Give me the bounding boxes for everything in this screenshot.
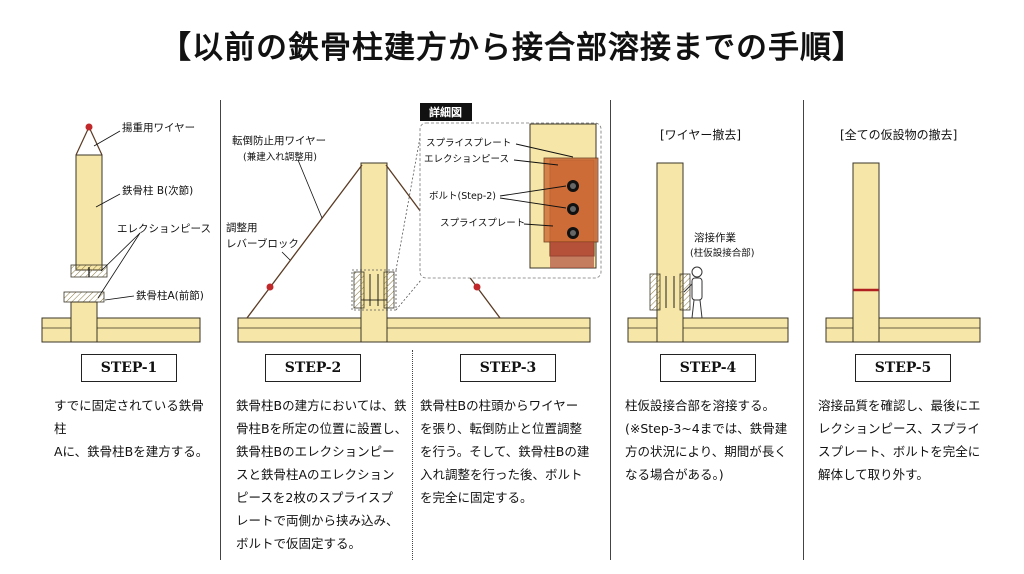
- label-column-b: 鉄骨柱 B(次節): [122, 184, 193, 197]
- welder-person-icon: [683, 266, 703, 319]
- label-detail-splice-bottom: スプライスプレート: [440, 218, 525, 229]
- erection-piece-a: [63, 291, 105, 303]
- label-all-removal: [全ての仮設物の撤去]: [840, 127, 957, 142]
- column-divider: [610, 100, 611, 560]
- label-column-a: 鉄骨柱A(前節): [136, 289, 204, 302]
- splice-plate-right: [383, 271, 395, 309]
- hoist-wire-left: [75, 126, 90, 156]
- column-divider: [220, 100, 221, 560]
- overturn-wire-left: [246, 164, 363, 319]
- step-2-label: STEP-2: [265, 354, 361, 382]
- label-detail-splice-top: スプライスプレート: [426, 138, 511, 149]
- label-lever-block-2: レバーブロック: [226, 237, 299, 250]
- label-erection-piece: エレクションピース: [117, 223, 211, 235]
- lever-block-point-left: [266, 283, 274, 291]
- label-detail-bolt: ボルト(Step-2): [429, 191, 496, 202]
- page-title: 【以前の鉄骨柱建方から接合部溶接までの手順】: [160, 30, 864, 66]
- floor-slab: [825, 317, 981, 343]
- column-b: [360, 162, 388, 301]
- step4-figure: [ワイヤー撤去] 溶接作業 (柱仮設接合部): [627, 127, 789, 343]
- step5-figure: [全ての仮設物の撤去]: [825, 127, 981, 343]
- label-detail-erection-piece: エレクションピース: [424, 154, 509, 165]
- label-welding-joint: (柱仮設接合部): [690, 247, 754, 259]
- label-lever-block-1: 調整用: [226, 221, 258, 234]
- step-5-label: STEP-5: [855, 354, 951, 382]
- label-overturn-wire-note: (兼建入れ調整用): [243, 151, 317, 163]
- splice-plate-right: [679, 273, 691, 311]
- splice-plate-left: [649, 273, 661, 311]
- label-welding-work: 溶接作業: [694, 231, 736, 244]
- column: [656, 162, 684, 343]
- step-5-description: 溶接品質を確認し、最後にエ レクションピース、スプライ スプレート、ボルトを完全…: [818, 398, 981, 482]
- step-3-description: 鉄骨柱Bの柱頭からワイヤー を張り、転倒防止と位置調整 を行う。そして、鉄骨柱B…: [420, 398, 590, 505]
- floor-slab: [627, 317, 789, 343]
- column: [852, 162, 880, 343]
- lever-block-point-right: [473, 283, 481, 291]
- label-overturn-wire: 転倒防止用ワイヤー: [232, 134, 326, 147]
- step-1-label: STEP-1: [81, 354, 177, 382]
- hoist-point: [85, 123, 93, 131]
- step-4-description: 柱仮設接合部を溶接する。 (※Step-3~4までは、鉄骨建 方の状況により、期…: [625, 398, 788, 482]
- step1-figure: 揚重用ワイヤー 鉄骨柱 B(次節) エレクションピース 鉄骨柱A(前節): [41, 121, 211, 343]
- step-3-label: STEP-3: [460, 354, 556, 382]
- column-divider-dotted: [412, 350, 413, 560]
- detail-title: 詳細図: [429, 105, 462, 119]
- column-a: [70, 301, 98, 343]
- column-divider: [803, 100, 804, 560]
- column-a: [360, 299, 388, 343]
- label-wire-removal: [ワイヤー撤去]: [660, 127, 741, 142]
- column-b: [75, 154, 103, 271]
- label-hoist-wire: 揚重用ワイヤー: [122, 121, 195, 134]
- hoist-wire-right: [88, 126, 103, 156]
- detail-view: 詳細図 スプライスプレート エレクションピース ボルト(Step-2) スプライ…: [419, 103, 602, 279]
- step-2-description: 鉄骨柱Bの建方においては、鉄 骨柱Bを所定の位置に設置し、 鉄骨柱Bのエレクショ…: [236, 398, 408, 551]
- floor-slab: [41, 317, 201, 343]
- floor-slab: [237, 317, 591, 343]
- step-4-label: STEP-4: [660, 354, 756, 382]
- detail-title-tab: [420, 103, 472, 121]
- step-1-description: すでに固定されている鉄骨柱 Aに、鉄骨柱Bを建方する。: [54, 398, 209, 459]
- splice-plate-left: [353, 271, 365, 309]
